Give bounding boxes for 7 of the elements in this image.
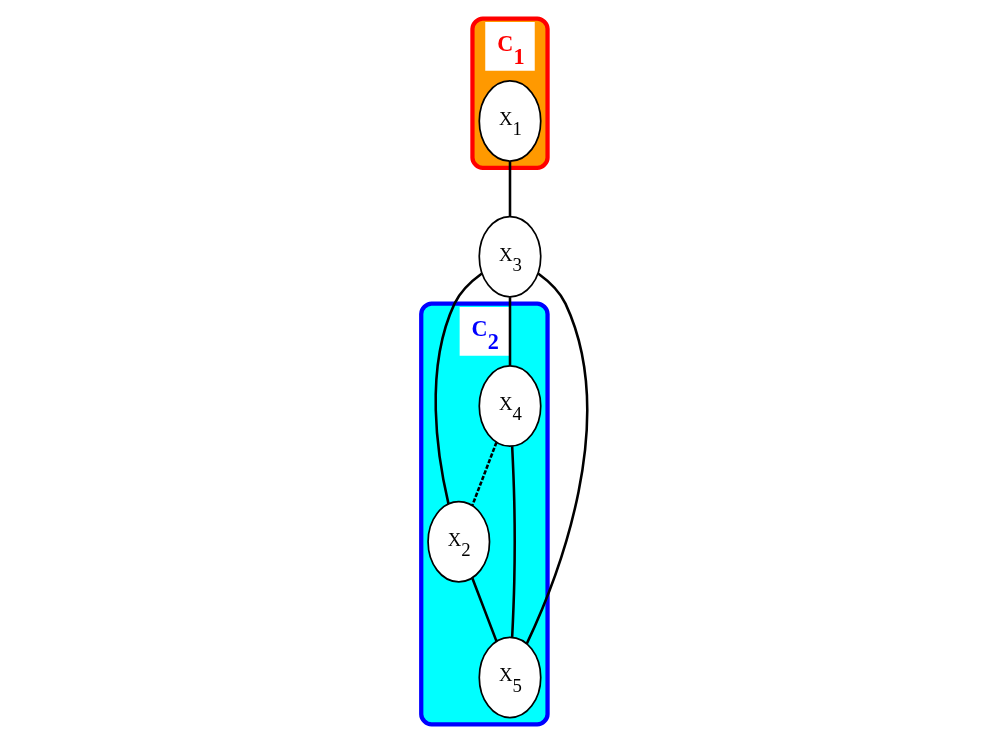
connector — [471, 442, 498, 507]
connector — [471, 577, 498, 642]
connector — [525, 272, 589, 645]
connector — [510, 446, 517, 638]
connector — [434, 272, 483, 505]
connector — [508, 297, 512, 366]
connector — [508, 161, 512, 217]
